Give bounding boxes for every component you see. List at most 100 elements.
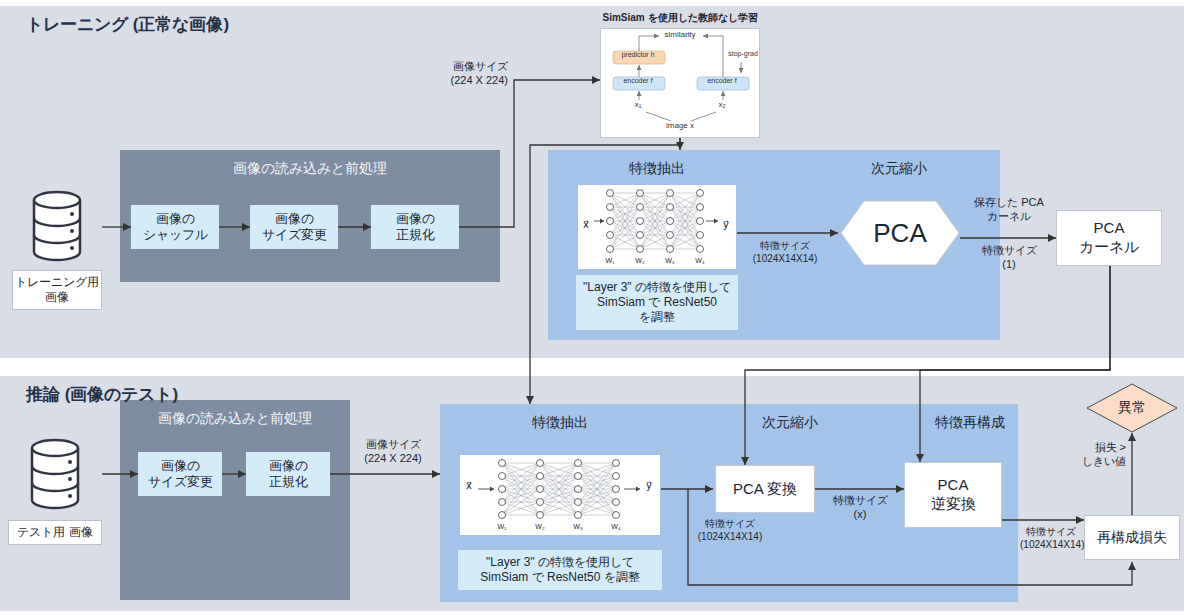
network-neuron <box>499 473 506 480</box>
network-neuron <box>637 246 644 253</box>
node-text: PCA 変換 <box>733 480 797 499</box>
network-link <box>502 463 540 502</box>
network-neuron <box>697 246 704 253</box>
network-link <box>670 193 700 249</box>
weight-symbol: W₂ <box>632 257 648 266</box>
network-link <box>578 476 616 515</box>
network-link <box>502 489 540 515</box>
weight-symbol: W₁ <box>602 257 618 266</box>
network-link <box>540 502 578 515</box>
network-link <box>610 193 640 194</box>
database-node: テスト用 画像 <box>8 436 102 566</box>
network-neuron <box>537 460 544 467</box>
box-heading: SimSiam を使用した教師なし学習 <box>561 12 799 25</box>
group-heading: 特徴抽出 <box>557 160 757 178</box>
network-link <box>610 221 640 249</box>
node-text: "Layer 3" の特徴を使用して SimSiam で ResNet50 を調… <box>582 280 732 325</box>
network-neuron <box>637 204 644 211</box>
network-link <box>670 235 700 249</box>
vector-symbol: x⃗ <box>580 219 592 232</box>
network-link <box>540 463 578 515</box>
network-link <box>670 193 700 194</box>
feature-arrow <box>661 488 713 489</box>
hexagon-outline <box>841 201 959 265</box>
node-text: PCA 逆変換 <box>914 476 992 514</box>
network-neuron <box>613 460 620 467</box>
network-link <box>540 489 578 515</box>
network-neuron <box>537 486 544 493</box>
group-heading: 特徴再構成 <box>870 414 1070 432</box>
node-text: 再構成損失 <box>1097 529 1167 547</box>
network-link <box>578 515 616 516</box>
process-box: 画像の サイズ変更 <box>250 205 338 249</box>
note-box: "Layer 3" の特徴を使用して SimSiam で ResNet50 を調… <box>458 550 662 590</box>
network-link <box>502 463 540 476</box>
network-link <box>610 207 640 249</box>
network-link <box>640 193 670 221</box>
node-text: 画像の サイズ変更 <box>256 211 332 244</box>
network-link <box>502 463 540 489</box>
dimension-label: 特徴サイズ (1024X14X14) <box>695 518 765 543</box>
network-arrow-head <box>714 219 718 224</box>
network-link <box>610 221 640 249</box>
connector-arrow <box>745 266 1110 465</box>
process-box: 画像の 正規化 <box>371 205 459 249</box>
network-link <box>640 221 670 249</box>
network-link <box>502 463 540 502</box>
figure-text: encoder f <box>612 77 664 86</box>
connector-arrow <box>338 226 371 227</box>
network-neuron <box>697 204 704 211</box>
network-link <box>578 502 616 515</box>
network-neuron <box>637 218 644 225</box>
network-link <box>540 489 578 515</box>
swimlane-band: 推論 (画像のテスト) テスト用 画像画像の読み込みと前処理画像の サイズ変更画… <box>0 376 1184 611</box>
network-neuron <box>575 512 582 519</box>
network-neuron <box>607 246 614 253</box>
network-link <box>670 193 700 235</box>
network-link <box>640 207 670 249</box>
network-neuron <box>637 232 644 239</box>
network-link <box>640 221 670 249</box>
network-link <box>670 221 700 249</box>
node-text: PCA カーネル <box>1067 219 1151 257</box>
network-neuron <box>667 232 674 239</box>
connector-arrow <box>102 473 138 474</box>
network-neuron <box>575 486 582 493</box>
node-text: 異常 <box>1118 399 1146 417</box>
network-link <box>502 489 540 515</box>
network-link <box>640 193 670 235</box>
network-link <box>540 515 578 516</box>
network-link <box>610 193 640 221</box>
data-label: テスト用 画像 <box>8 520 102 545</box>
output-box: PCA カーネル <box>1056 210 1162 266</box>
network-link <box>578 463 616 464</box>
connector-arrow <box>330 473 440 474</box>
network-link <box>610 235 640 249</box>
connector-arrow <box>1131 433 1132 515</box>
network-link <box>578 463 616 476</box>
network-link <box>540 463 578 502</box>
weight-symbol: W₃ <box>570 523 586 532</box>
network-link <box>610 193 640 221</box>
swimlane-band: トレーニング (正常な画像) トレーニング用 画像画像の読み込みと前処理画像の … <box>0 6 1184 358</box>
weight-symbol: W₄ <box>692 257 708 266</box>
weight-symbol: W₄ <box>608 523 624 532</box>
edge-label: 画像サイズ (224 X 224) <box>442 60 508 88</box>
network-neuron <box>613 473 620 480</box>
network-arrow-head <box>600 219 604 224</box>
network-link <box>540 476 578 515</box>
weight-symbol: W₁ <box>494 523 510 532</box>
node-text: 画像の シャッフル <box>137 211 213 244</box>
network-link <box>540 476 578 515</box>
lane-title: 推論 (画像のテスト) <box>26 384 178 405</box>
network-link <box>670 207 700 249</box>
network-link <box>610 207 640 249</box>
network-link <box>640 193 670 207</box>
network-link <box>610 193 640 235</box>
node-text: PCA <box>873 217 926 250</box>
network-neuron <box>613 499 620 506</box>
weight-symbol: W₃ <box>662 257 678 266</box>
network-link <box>670 193 700 221</box>
